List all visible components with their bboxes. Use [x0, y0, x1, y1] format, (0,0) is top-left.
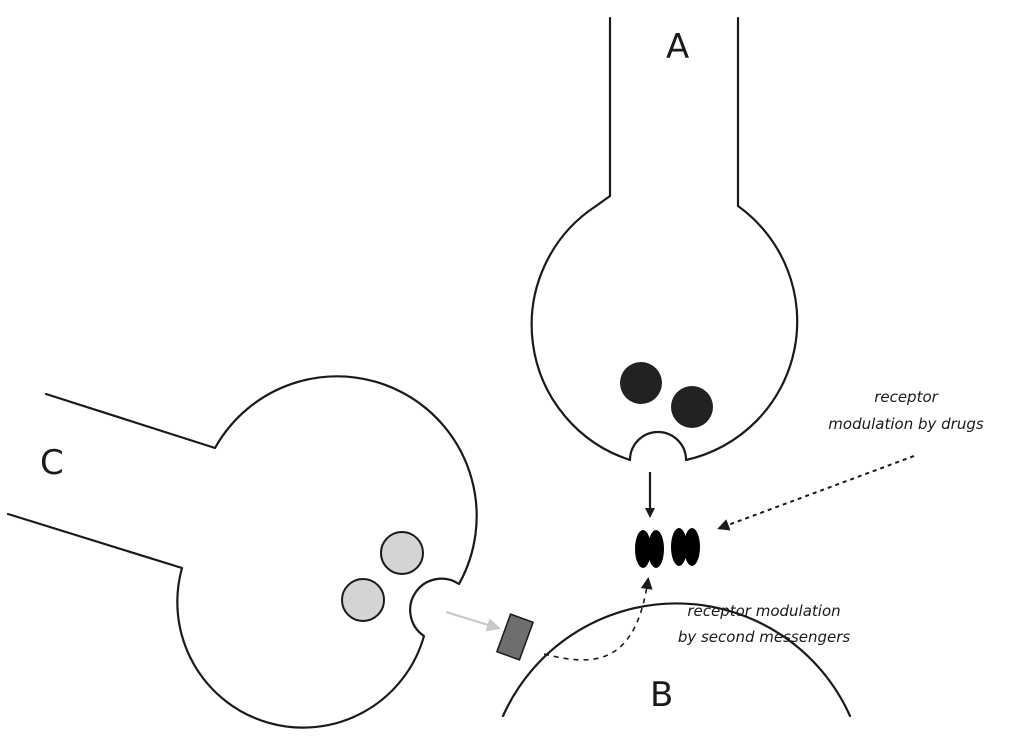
neuron-b-label: B	[650, 675, 673, 715]
second-messenger-annotation-line2: by second messengers	[678, 628, 851, 646]
neuron-c	[6, 375, 478, 729]
transmitter-c-arrow	[445, 610, 501, 632]
drug-modulation-arrow	[717, 455, 915, 531]
neuron-c-outline	[6, 375, 478, 729]
second-messenger-receptor	[495, 613, 535, 661]
receptor-3	[671, 528, 687, 566]
vesicle-c-1	[380, 531, 424, 575]
vesicle-c-fusing	[409, 577, 460, 637]
vesicle-a-fusing	[628, 430, 688, 461]
receptor-1	[635, 530, 651, 568]
neuron-a-label: A	[666, 27, 689, 67]
drugs-annotation-line1: receptor	[874, 388, 938, 406]
second-messenger-annotation-line1: receptor modulation	[687, 602, 840, 620]
neuron-c-label: C	[40, 443, 64, 483]
receptor-4	[684, 528, 700, 566]
vesicle-a-2	[671, 386, 713, 428]
receptor-2	[648, 530, 664, 568]
neuron-a	[530, 16, 799, 462]
receptor-cluster	[635, 528, 700, 568]
neuron-b-outline	[501, 602, 852, 718]
second-messenger-arrow	[543, 577, 653, 661]
vesicle-c-2	[341, 578, 385, 622]
neuron-a-outline	[530, 16, 799, 462]
vesicle-a-1	[620, 362, 662, 404]
neuron-b	[501, 602, 852, 718]
drugs-annotation-line2: modulation by drugs	[828, 415, 984, 433]
